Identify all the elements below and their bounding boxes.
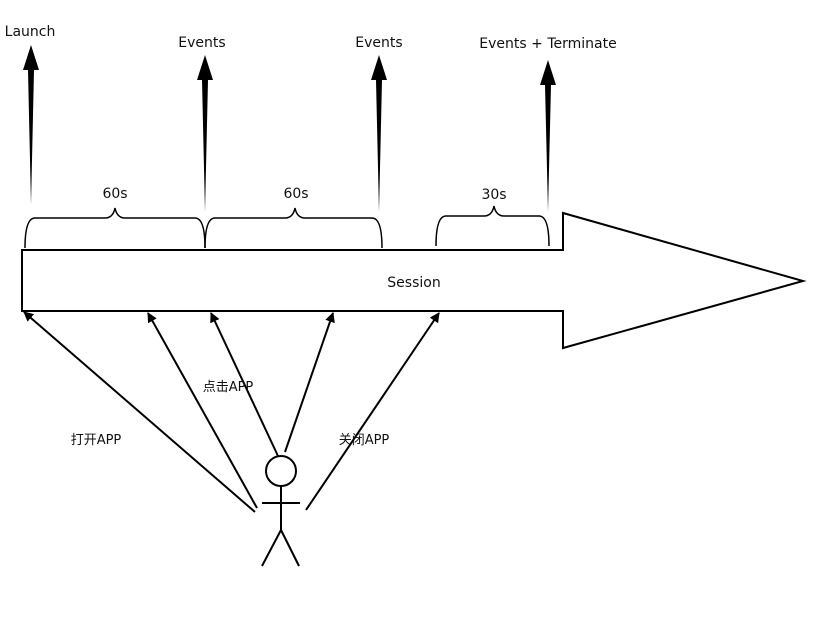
interval-brace-2	[204, 207, 383, 249]
figure-right-leg	[280, 529, 300, 567]
action-arrow-click	[210, 312, 279, 457]
session-arrow	[21, 211, 807, 350]
interval-label-2: 60s	[283, 186, 308, 202]
launch-marker-arrow	[23, 45, 39, 205]
session-label: Session	[387, 275, 440, 291]
events-label-2: Events	[355, 35, 402, 51]
action-arrow-2	[147, 312, 258, 509]
close-app-label: 关闭APP	[339, 433, 390, 448]
launch-label: Launch	[5, 24, 56, 40]
interval-brace-1	[24, 207, 206, 249]
interval-label-3: 30s	[481, 187, 506, 203]
events-marker-arrow-2	[371, 55, 387, 212]
events-terminate-label: Events + Terminate	[479, 36, 616, 52]
interval-brace-3	[435, 205, 550, 247]
open-app-label: 打开APP	[71, 433, 122, 448]
interval-label-1: 60s	[102, 186, 127, 202]
user-stick-figure	[261, 455, 300, 567]
figure-head	[265, 455, 297, 487]
events-label-1: Events	[178, 35, 225, 51]
figure-left-leg	[261, 529, 282, 567]
action-arrow-open	[23, 311, 256, 513]
action-arrow-4	[284, 312, 335, 453]
click-app-label: 点击APP	[203, 380, 254, 395]
events-terminate-marker-arrow	[540, 60, 556, 212]
events-marker-arrow-1	[197, 55, 213, 212]
action-arrow-close	[305, 312, 440, 511]
